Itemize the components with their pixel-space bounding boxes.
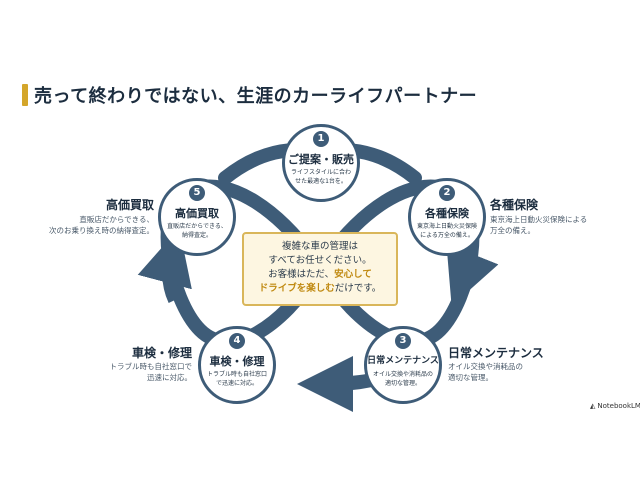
step-title-5: 高価買取 xyxy=(175,207,219,220)
step-node-4: 4 車検・修理 トラブル時も自社窓口で迅速に対応。 xyxy=(198,326,276,404)
step-number-2: 2 xyxy=(439,185,455,201)
step-node-1: 1 ご提案・販売 ライフスタイルに合わせた最適な1台を。 xyxy=(282,124,360,202)
side-title-buyback: 高価買取 xyxy=(105,198,154,212)
step-desc-3: オイル交換や消耗品の適切な管理。 xyxy=(372,371,433,387)
step-number-4: 4 xyxy=(229,333,245,349)
side-desc-maintenance-line1: オイル交換や消耗品の xyxy=(448,362,523,371)
center-highlight-2: ドライブを楽しむ xyxy=(258,283,335,294)
step-number-5: 5 xyxy=(189,185,205,201)
arrow-left-up xyxy=(137,227,192,303)
step-desc-1: ライフスタイルに合わせた最適な1台を。 xyxy=(290,169,351,185)
side-desc-repair-line2: 迅速に対応。 xyxy=(147,373,192,382)
side-desc-buyback: 直販店だからできる、 次のお乗り換え時の納得査定。 xyxy=(34,214,154,236)
step-node-5: 5 高価買取 直販店だからできる、納得査定。 xyxy=(158,178,236,256)
center-line-2: すべてお任せください。 xyxy=(268,255,372,266)
side-desc-insurance-line2: 万全の備え。 xyxy=(490,226,535,235)
center-highlight-1: 安心して xyxy=(334,269,372,280)
page-title: 売って終わりではない、生涯のカーライフパートナー xyxy=(34,86,478,107)
step-desc-5: 直販店だからできる、納得査定。 xyxy=(167,223,227,239)
center-message-box: 複雑な車の管理は すべてお任せください。 お客様はただ、安心して ドライブを楽し… xyxy=(242,232,398,306)
step-node-2: 2 各種保険 東京海上日動火災保険による万全の備え。 xyxy=(408,178,486,256)
step-number-1: 1 xyxy=(313,131,329,147)
notebooklm-logo-icon: ◭ xyxy=(590,402,596,410)
step-title-1: ご提案・販売 xyxy=(288,153,354,166)
center-line-3-text: お客様はただ、 xyxy=(268,269,335,280)
side-desc-repair: トラブル時も自社窓口で 迅速に対応。 xyxy=(92,361,193,383)
notebooklm-logo-text: NotebookLM xyxy=(597,402,640,410)
step-title-4: 車検・修理 xyxy=(209,355,265,368)
side-desc-maintenance-line2: 適切な管理。 xyxy=(448,373,493,382)
step-desc-4: トラブル時も自社窓口で迅速に対応。 xyxy=(206,371,267,387)
center-line-1: 複雑な車の管理は xyxy=(281,241,358,252)
step-title-2: 各種保険 xyxy=(425,207,469,220)
side-desc-insurance: 東京海上日動火災保険による 万全の備え。 xyxy=(490,214,587,236)
step-number-3: 3 xyxy=(395,333,411,349)
step-node-3: 3 日常メンテナンス オイル交換や消耗品の適切な管理。 xyxy=(364,326,442,404)
side-title-maintenance: 日常メンテナンス xyxy=(448,346,544,360)
side-desc-maintenance: オイル交換や消耗品の 適切な管理。 xyxy=(448,361,523,383)
side-title-insurance: 各種保険 xyxy=(490,198,539,212)
center-line-4-text: だけです。 xyxy=(334,283,382,294)
side-desc-insurance-line1: 東京海上日動火災保険による xyxy=(490,215,588,224)
title-accent-bar xyxy=(22,84,28,106)
notebooklm-logo: ◭NotebookLM xyxy=(590,402,640,410)
side-desc-buyback-line2: 次のお乗り換え時の納得査定。 xyxy=(49,226,154,235)
step-title-3: 日常メンテナンス xyxy=(367,356,439,366)
side-title-repair: 車検・修理 xyxy=(131,346,192,360)
step-desc-2: 東京海上日動火災保険による万全の備え。 xyxy=(416,223,477,239)
side-desc-buyback-line1: 直販店だからできる、 xyxy=(79,215,154,224)
center-line-3: お客様はただ、安心して xyxy=(244,268,396,282)
side-desc-repair-line1: トラブル時も自社窓口で xyxy=(109,362,193,371)
center-line-4: ドライブを楽しむだけです。 xyxy=(244,282,396,296)
